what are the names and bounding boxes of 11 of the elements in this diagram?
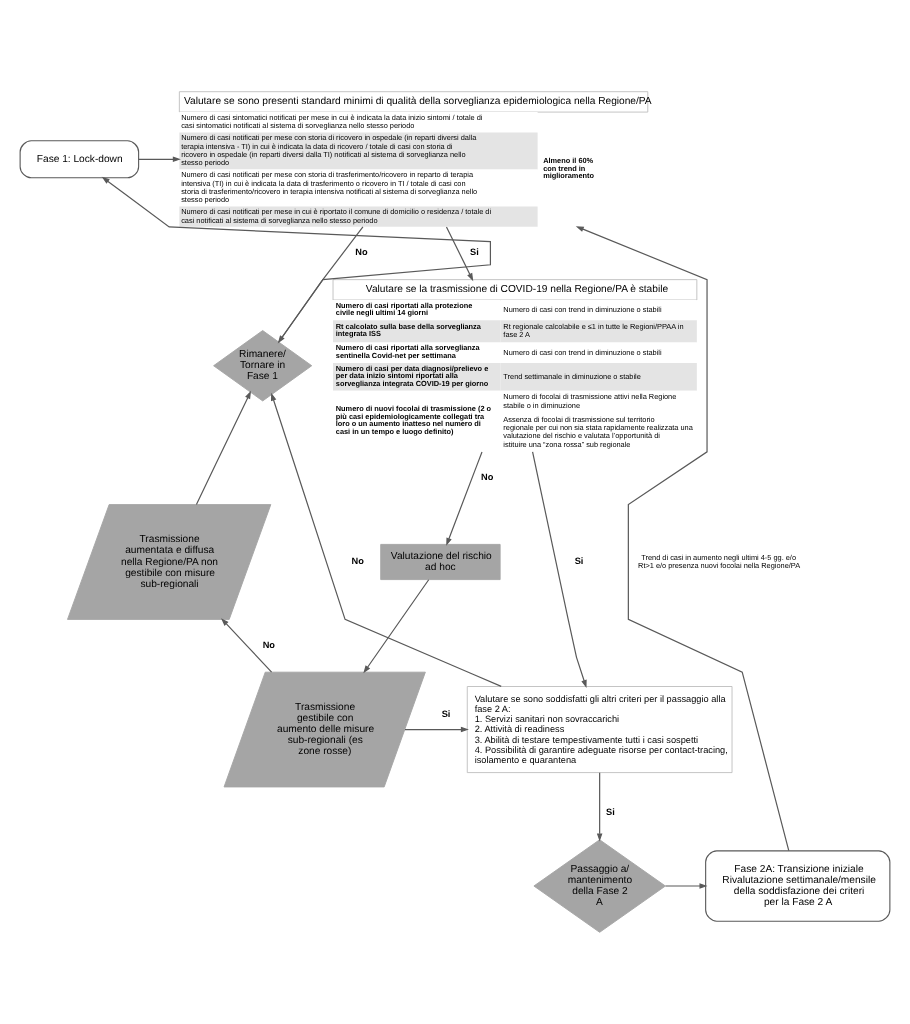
arrow: [575, 226, 790, 852]
arrow: [195, 390, 252, 505]
arrow: [532, 451, 587, 689]
arrow: [221, 618, 273, 673]
arrow: [445, 226, 474, 282]
arrow: [363, 579, 430, 674]
arrow: [446, 451, 483, 546]
arrow: [404, 726, 469, 733]
arrow: [596, 772, 603, 842]
arrow: [664, 883, 708, 889]
arrow: [138, 156, 181, 163]
